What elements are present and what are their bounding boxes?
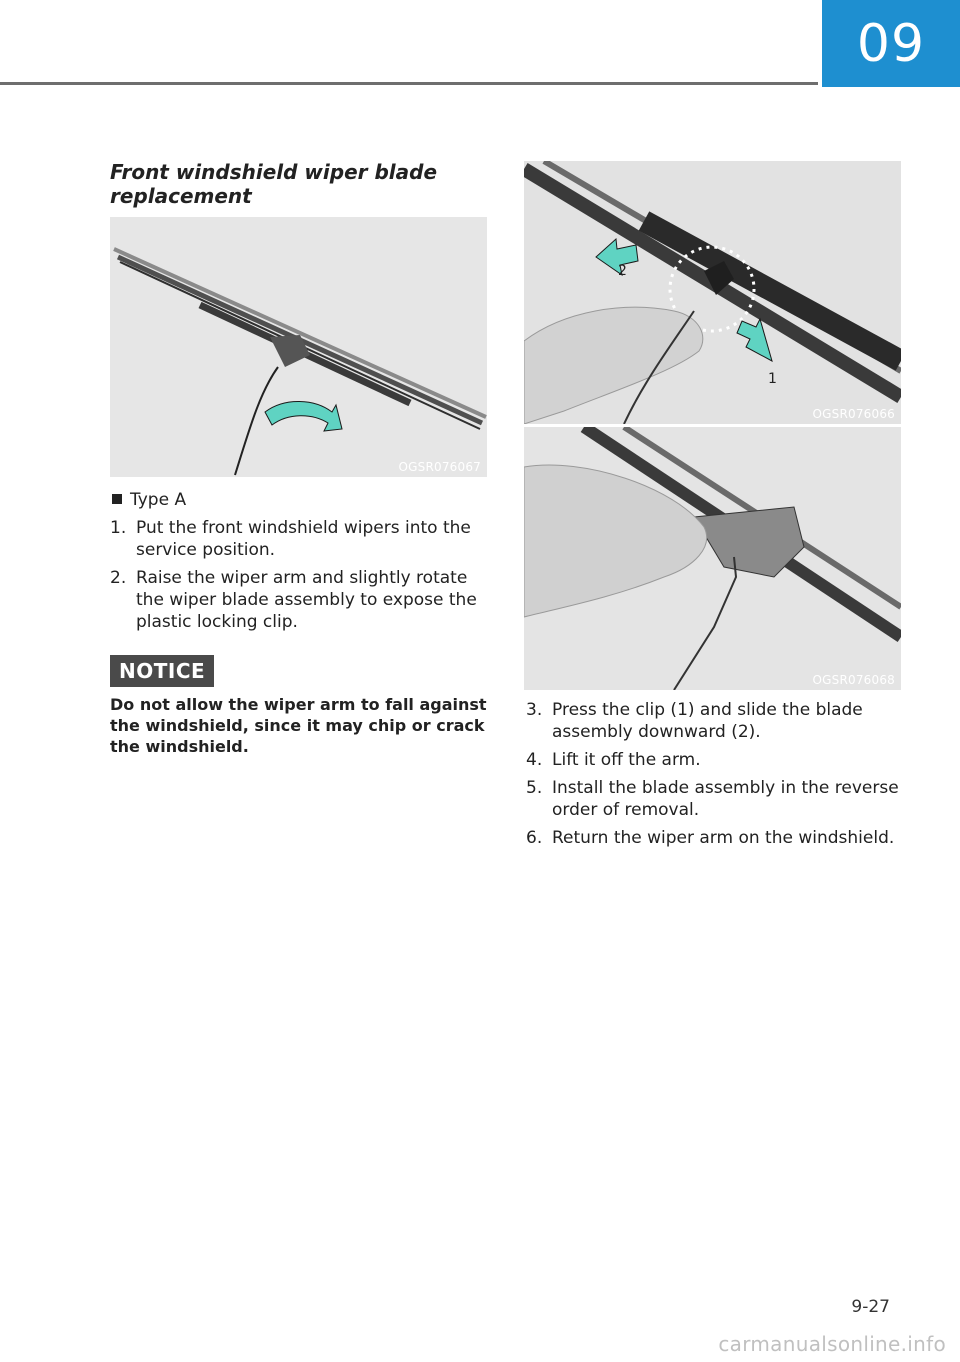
type-label: Type A: [112, 489, 186, 511]
step-text: Return the wiper arm on the windshield.: [552, 828, 895, 848]
figure-slide-blade: OGSR076068: [524, 427, 901, 690]
step-number: 6.: [526, 828, 543, 848]
list-item: 4. Lift it off the arm.: [526, 749, 906, 771]
step-text: Raise the wiper arm and slightly rotate …: [136, 568, 477, 632]
list-item: 5. Install the blade assembly in the reve…: [526, 777, 906, 821]
list-item: 1. Put the front windshield wipers into t…: [110, 517, 490, 561]
steps-right-list: 3. Press the clip (1) and slide the blade…: [526, 699, 906, 855]
list-item: 3. Press the clip (1) and slide the blade…: [526, 699, 906, 743]
section-title: Front windshield wiper blade replacement: [110, 160, 438, 208]
type-label-text: Type A: [130, 490, 187, 510]
step-number: 5.: [526, 778, 543, 798]
figure-wiper-rotate: OGSR076067: [110, 217, 487, 477]
step-text: Lift it off the arm.: [552, 750, 701, 770]
steps-left-list: 1. Put the front windshield wipers into t…: [110, 517, 490, 639]
step-number: 1.: [110, 518, 127, 538]
watermark: carmanualsonline.info: [718, 1332, 946, 1356]
figure-code: OGSR076068: [812, 673, 895, 687]
notice-badge: NOTICE: [110, 655, 215, 687]
step-number: 3.: [526, 700, 543, 720]
figure-press-clip: 2 1 OGSR076066: [524, 161, 901, 424]
square-bullet-icon: [112, 494, 122, 504]
chapter-tab: 09: [822, 0, 960, 87]
step-text: Press the clip (1) and slide the blade a…: [552, 700, 863, 742]
callout-2-label: 2: [618, 263, 627, 279]
step-text: Put the front windshield wipers into the…: [136, 518, 471, 560]
step-number: 2.: [110, 568, 127, 588]
list-item: 2. Raise the wiper arm and slightly rotat…: [110, 567, 490, 633]
step-text: Install the blade assembly in the revers…: [552, 778, 899, 820]
list-item: 6. Return the wiper arm on the windshield…: [526, 827, 906, 849]
figure-code: OGSR076067: [398, 460, 481, 474]
notice-text: Do not allow the wiper arm to fall again…: [110, 695, 487, 756]
step-number: 4.: [526, 750, 543, 770]
header-rule: [0, 82, 818, 85]
page-number: 9-27: [851, 1297, 890, 1317]
figure-code: OGSR076066: [812, 407, 895, 421]
callout-1-label: 1: [768, 371, 777, 387]
